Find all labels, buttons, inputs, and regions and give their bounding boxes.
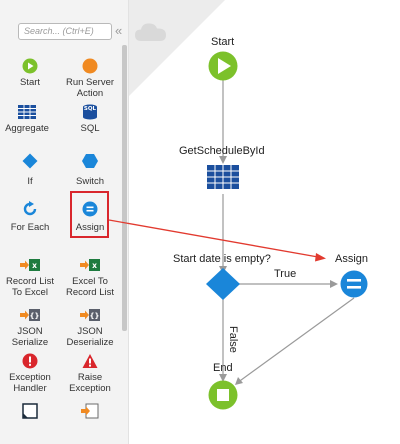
aggregate-icon [18,105,36,119]
svg-text:SQL: SQL [84,106,97,112]
tool-label: Aggregate [5,123,49,134]
record-list-to-excel-icon: x [20,259,40,271]
svg-text:{}: {} [90,312,100,320]
excel-to-record-list-icon: x [80,259,100,271]
comment-icon [22,403,38,419]
destination-icon [81,403,99,419]
play-icon [218,58,231,74]
toolbox-panel: Search... (Ctrl+E) « Start Run Server Ac… [0,0,129,444]
assign-node[interactable] [340,270,368,298]
tool-label: Exception Handler [9,372,51,394]
tool-label: Switch [76,176,104,187]
tool-label: If [27,176,33,187]
tool-raise-exception[interactable]: Raise Exception [63,352,117,394]
tool-label: Record List To Excel [5,276,55,298]
tool-excel-to-record-list[interactable]: x Excel To Record List [63,256,117,298]
tool-record-list-to-excel[interactable]: x Record List To Excel [3,256,57,298]
start-node[interactable] [208,51,238,81]
tool-label: JSON Deserialize [66,326,114,348]
toolbox-search-input[interactable]: Search... (Ctrl+E) [18,23,112,40]
run-server-action-icon [82,58,98,74]
assign-icon [82,201,98,217]
arrowhead-end [219,374,227,382]
tool-sql[interactable]: SQL SQL [63,103,117,134]
true-label: True [274,268,297,280]
switch-icon [82,154,98,168]
raise-exception-icon [82,354,98,368]
assign-label: Assign [335,253,369,265]
sql-icon: SQL [83,104,97,120]
tool-label: Raise Exception [69,372,111,394]
svg-text:{}: {} [30,312,40,320]
aggregate-label: GetScheduleById [179,145,265,157]
flow-connectors [206,51,368,410]
tool-label: Excel To Record List [65,276,115,298]
flow-canvas[interactable]: Start GetScheduleById Start date is empt… [129,0,400,444]
tool-label: Assign [75,222,105,233]
tool-for-each[interactable]: For Each [3,200,57,233]
false-label: False [227,326,239,353]
end-label: End [213,362,233,374]
tool-label: Start [19,77,41,88]
assign-highlight-box [70,191,109,238]
tool-switch[interactable]: Switch [63,152,117,187]
svg-text:x: x [92,261,97,270]
tool-aggregate[interactable]: Aggregate [0,103,54,134]
json-serialize-icon: {} [20,309,40,321]
if-icon [22,153,38,169]
start-label: Start [211,36,235,48]
if-label: Start date is empty? [173,253,271,265]
tool-assign[interactable]: Assign [63,200,117,233]
end-node[interactable] [208,380,238,410]
collapse-toolbox-icon[interactable]: « [115,23,123,38]
cloud-icon [135,23,166,41]
tool-if[interactable]: If [3,152,57,187]
tool-destination[interactable] [63,402,117,422]
tool-label: Run Server Action [65,77,115,99]
svg-text:x: x [32,261,37,270]
arrowhead-end-from-assign [235,377,243,385]
canvas-corner [129,0,225,96]
exception-handler-icon [22,353,38,369]
tool-exception-handler[interactable]: Exception Handler [3,352,57,394]
stop-icon [217,389,229,401]
tool-label: SQL [80,123,100,134]
arrowhead-assign [330,280,338,288]
tool-label: For Each [10,222,50,233]
connector-assign-to-end [236,297,355,384]
arrowhead-aggregate [219,156,227,164]
tool-start[interactable]: Start [3,57,57,88]
tool-comment[interactable] [3,402,57,422]
tool-label: JSON Serialize [11,326,49,348]
aggregate-node[interactable] [207,165,239,189]
tool-run-server-action[interactable]: Run Server Action [63,57,117,99]
start-icon [22,58,38,74]
toolbox-scrollbar[interactable] [122,45,127,331]
tool-json-deserialize[interactable]: {} JSON Deserialize [63,306,117,348]
for-each-icon [23,201,37,216]
if-node[interactable] [206,268,240,300]
json-deserialize-icon: {} [80,309,100,321]
tool-json-serialize[interactable]: {} JSON Serialize [3,306,57,348]
